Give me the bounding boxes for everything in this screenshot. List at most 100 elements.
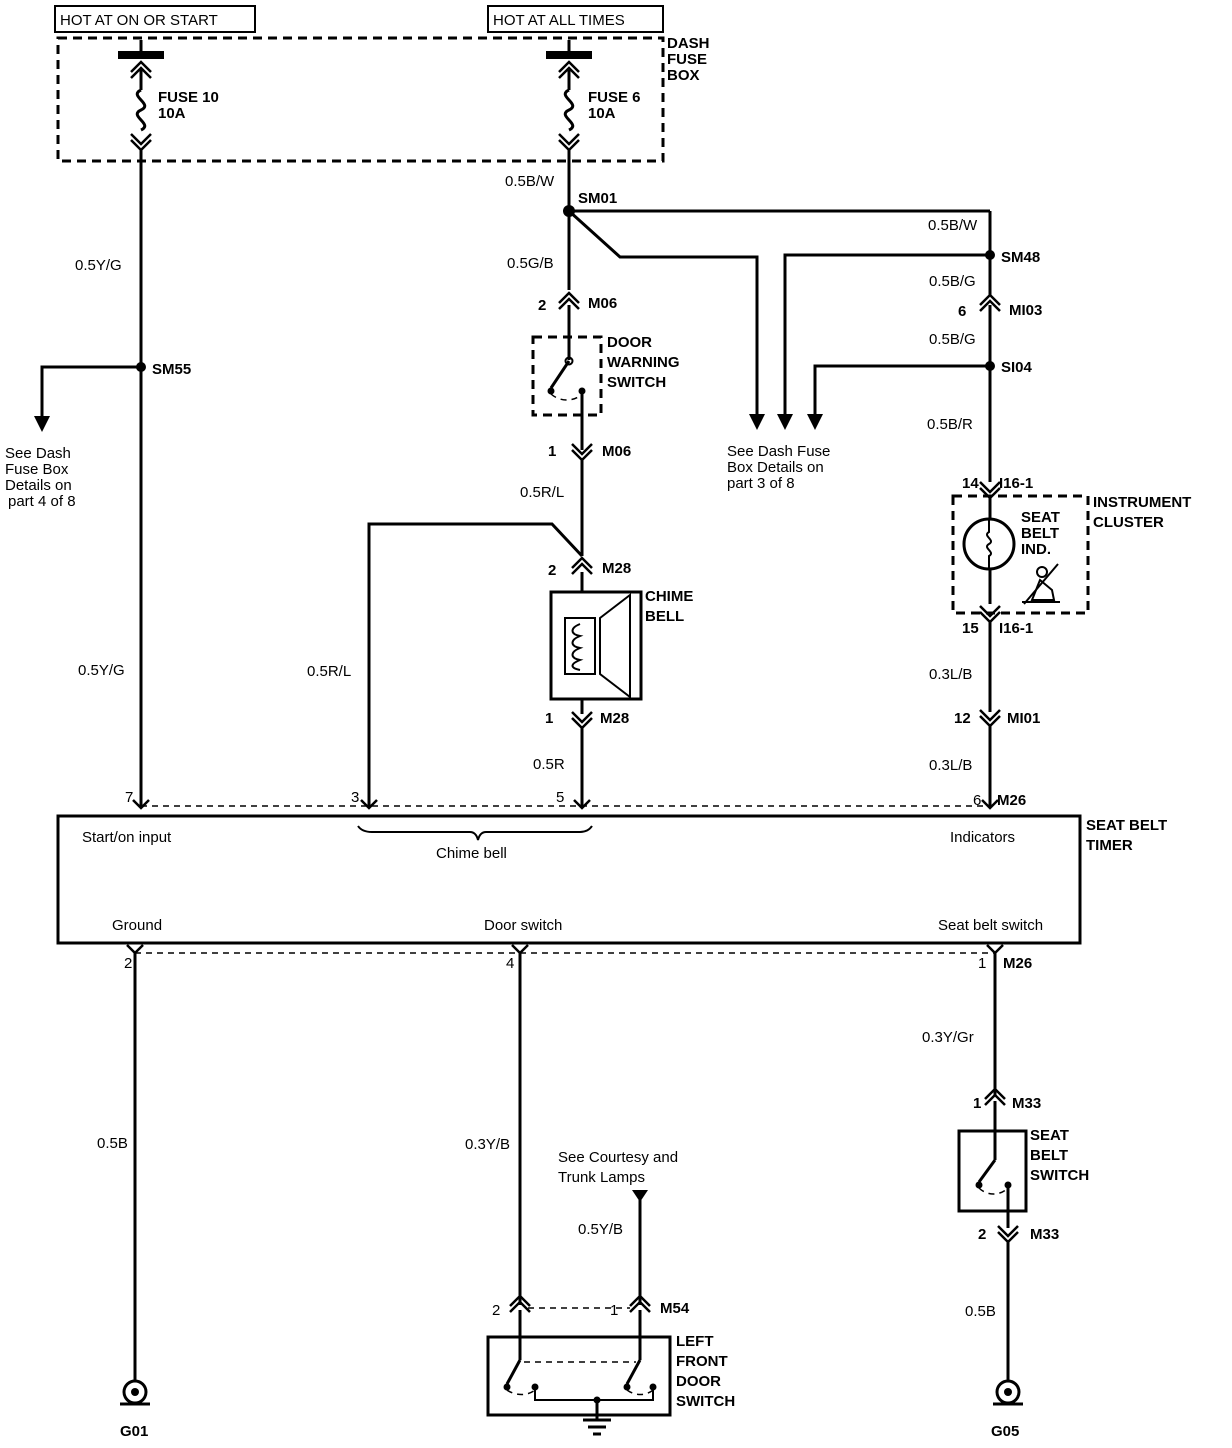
timer-pin5: 5 [556, 789, 564, 806]
timer-pin7: 7 [125, 789, 133, 806]
i16-top-pin: 14 [962, 475, 979, 492]
i16-top-label: I16-1 [999, 475, 1033, 492]
fuse-10-rating: 10A [158, 105, 186, 122]
circuit-door-warning: 2 M06 DOOR WARNING SWITCH 1 M06 0.5R/L 0… [307, 291, 680, 808]
circuit-ground-g01: 0.5B G01 [97, 953, 150, 1440]
wire-label-05yg-top: 0.5Y/G [75, 257, 122, 274]
timer-pin6: 6 [973, 792, 981, 809]
dash-fuse-box: DASH FUSE BOX FUSE 10 10A FUSE 6 10A [56, 35, 710, 163]
ground-icon [120, 1379, 150, 1406]
circuit-chime-bell: 2 M28 CHIME BELL 1 M28 0.5R 5 [533, 556, 693, 808]
circuit-left-front-door-switch: 0.3Y/B See Courtesy and Trunk Lamps 0.5Y… [465, 953, 735, 1436]
wire-label-05bg-1: 0.5B/G [929, 273, 976, 290]
sb-switch-label-1: SEAT [1030, 1127, 1069, 1144]
fuse-6: FUSE 6 10A [546, 40, 641, 152]
timer-pin3: 3 [351, 789, 359, 806]
lf-door-label-1: LEFT [676, 1333, 714, 1350]
m54-pin1: 1 [610, 1302, 618, 1319]
wire-label-03lb-2: 0.3L/B [929, 757, 972, 774]
m54-pin2: 2 [492, 1302, 500, 1319]
fuse-box-label-1: DASH [667, 35, 710, 52]
wire-label-05b-right: 0.5B [965, 1303, 996, 1320]
seatbelt-symbol-icon [1022, 563, 1060, 605]
arrow-down-icon [749, 414, 765, 430]
timer-seat-belt-switch: Seat belt switch [938, 917, 1043, 934]
timer-pin2: 2 [124, 955, 132, 972]
cluster-label-1: INSTRUMENT [1093, 494, 1191, 511]
m06-top-label: M06 [588, 295, 617, 312]
seatbelt-ind-label-3: IND. [1021, 541, 1051, 558]
fuse-box-label-3: BOX [667, 67, 700, 84]
door-warning-switch [531, 335, 603, 417]
wire-label-05rl-2: 0.5R/L [307, 663, 351, 680]
ref-dash4-line1: See Dash [5, 445, 71, 462]
circuit-seat-belt-switch: 0.3Y/Gr 1 M33 SEAT BELT SWITCH 2 M33 0.5… [922, 953, 1089, 1440]
seatbelt-ind-label-1: SEAT [1021, 509, 1060, 526]
fuse-box-label-2: FUSE [667, 51, 707, 68]
door-warning-label-1: DOOR [607, 334, 652, 351]
mi03-pin: 6 [958, 303, 966, 320]
m26-bot-label: M26 [1003, 955, 1032, 972]
i16-bot-label: I16-1 [999, 620, 1033, 637]
mi03-label: MI03 [1009, 302, 1042, 319]
arrow-down-icon [34, 416, 50, 432]
ref-dash4-line3: Details on [5, 477, 72, 494]
speaker-icon [599, 592, 631, 700]
wire-label-05bw-right: 0.5B/W [928, 217, 978, 234]
door-warning-label-2: WARNING [607, 354, 680, 371]
wire-label-05br: 0.5B/R [927, 416, 973, 433]
lf-door-label-3: DOOR [676, 1373, 721, 1390]
header-hot-all-times-text: HOT AT ALL TIMES [493, 12, 625, 29]
fuse-10: FUSE 10 10A [118, 40, 219, 152]
splice-sm55-label: SM55 [152, 361, 191, 378]
door-warning-label-3: SWITCH [607, 374, 666, 391]
wire-label-05yb: 0.5Y/B [578, 1221, 623, 1238]
ground-g01-label: G01 [120, 1423, 148, 1440]
mi01-pin: 12 [954, 710, 971, 727]
timer-indicators: Indicators [950, 829, 1015, 846]
splice-sm48-label: SM48 [1001, 249, 1040, 266]
cluster-label-2: CLUSTER [1093, 514, 1164, 531]
m33-top-label: M33 [1012, 1095, 1041, 1112]
lf-door-label-4: SWITCH [676, 1393, 735, 1410]
left-front-door-switch [486, 1335, 672, 1417]
i16-bot-pin: 15 [962, 620, 979, 637]
seatbelt-ind-label-2: BELT [1021, 525, 1059, 542]
wire-label-03ygr: 0.3Y/Gr [922, 1029, 974, 1046]
wire-label-05rl-1: 0.5R/L [520, 484, 564, 501]
ref-dash3-line2: Box Details on [727, 459, 824, 476]
ref-dash4-line4: part 4 of 8 [8, 493, 76, 510]
timer-chime-bell: Chime bell [436, 845, 507, 862]
wire-label-03lb-1: 0.3L/B [929, 666, 972, 683]
timer-pin1: 1 [978, 955, 986, 972]
fuse-6-name: FUSE 6 [588, 89, 641, 106]
fuse-10-name: FUSE 10 [158, 89, 219, 106]
arrow-down-icon [777, 414, 793, 430]
m33-bot-label: M33 [1030, 1226, 1059, 1243]
wire-label-05bw-top: 0.5B/W [505, 173, 555, 190]
timer-label-2: TIMER [1086, 837, 1133, 854]
timer-door-switch: Door switch [484, 917, 562, 934]
timer-ground: Ground [112, 917, 162, 934]
header-hot-on-start-text: HOT AT ON OR START [60, 12, 218, 29]
timer-startup-input: Start/on input [82, 829, 172, 846]
m33-top-pin: 1 [973, 1095, 981, 1112]
m06-bot-pin: 1 [548, 443, 556, 460]
sb-switch-label-2: BELT [1030, 1147, 1068, 1164]
ref-dash3-line1: See Dash Fuse [727, 443, 830, 460]
sb-switch-label-3: SWITCH [1030, 1167, 1089, 1184]
m28-bot-pin: 1 [545, 710, 553, 727]
header-hot-all-times: HOT AT ALL TIMES [487, 5, 664, 33]
m06-bot-label: M06 [602, 443, 631, 460]
chime-bell-brace [357, 825, 593, 841]
chime-label-1: CHIME [645, 588, 693, 605]
seat-belt-timer: SEAT BELT TIMER Start/on input Chime bel… [56, 799, 1167, 972]
circuit-fuse10-startup: 0.5Y/G SM55 See Dash Fuse Box Details on… [5, 150, 191, 808]
m54-label: M54 [660, 1300, 690, 1317]
chime-label-2: BELL [645, 608, 684, 625]
instrument-cluster [951, 494, 1090, 615]
timer-label-1: SEAT BELT [1086, 817, 1167, 834]
ground-icon [583, 1418, 611, 1436]
timer-pin4: 4 [506, 955, 514, 972]
seat-belt-switch [957, 1129, 1028, 1213]
